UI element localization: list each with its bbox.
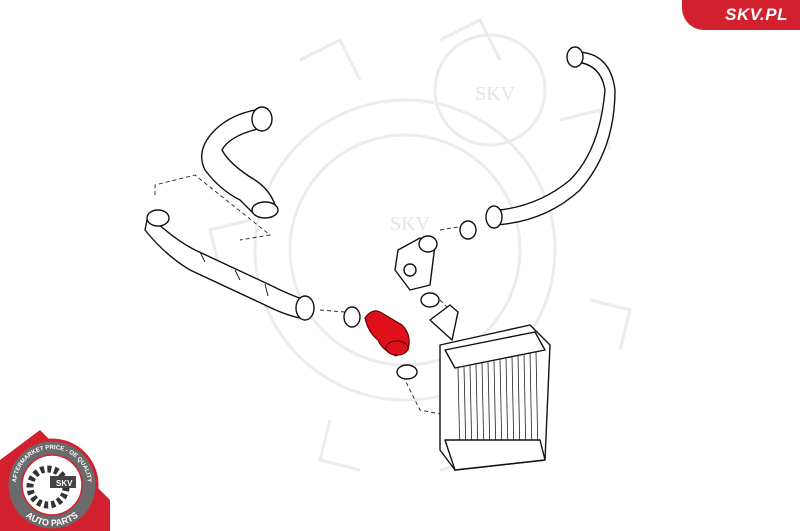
upper-right-hose — [485, 46, 616, 229]
o-ring — [396, 364, 418, 380]
brand-logo-text: SKV.PL — [725, 5, 788, 24]
connector-flange — [394, 235, 438, 291]
charge-pipe — [144, 209, 315, 321]
intercooler — [429, 304, 551, 471]
watermark-text-2: SKV — [390, 213, 431, 235]
o-ring — [420, 292, 440, 308]
badge-center-text: SKV — [56, 479, 73, 488]
o-ring — [343, 306, 361, 328]
o-ring — [459, 220, 477, 240]
upper-left-hose — [201, 106, 279, 219]
highlighted-intercooler-hose — [364, 310, 410, 357]
watermark-text: SKV — [475, 83, 516, 105]
brand-tab: SKV.PL — [682, 0, 800, 30]
